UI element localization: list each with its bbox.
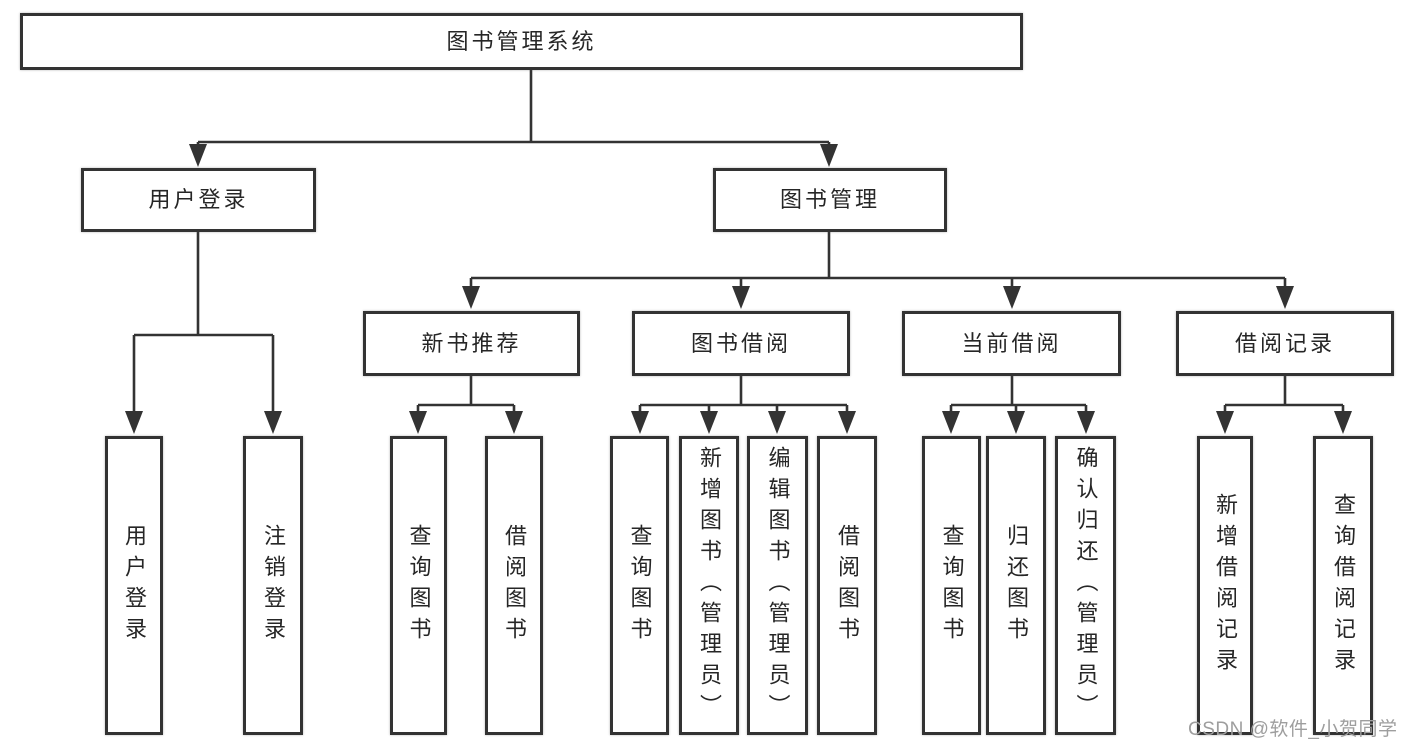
leaf-borrow-book: 借阅图书 — [817, 436, 877, 735]
leaf-return-book: 归还图书 — [986, 436, 1046, 735]
leaf-confirm-return-admin: 确认归还（管理员） — [1055, 436, 1116, 735]
leaf-add-borrow-record: 新增借阅记录 — [1197, 436, 1253, 735]
leaf-user-login: 用户登录 — [105, 436, 163, 735]
leaf-query-book-recommend: 查询图书 — [390, 436, 447, 735]
csdn-watermark: CSDN @软件_小贺同学 — [1188, 719, 1398, 740]
leaf-query-book-current: 查询图书 — [922, 436, 981, 735]
leaf-query-book-borrow: 查询图书 — [610, 436, 669, 735]
leaf-edit-book-admin: 编辑图书（管理员） — [747, 436, 808, 735]
leaf-borrow-book-recommend: 借阅图书 — [485, 436, 543, 735]
node-book-borrow: 图书借阅 — [632, 311, 850, 376]
node-root: 图书管理系统 — [20, 13, 1023, 70]
leaf-add-book-admin: 新增图书（管理员） — [679, 436, 739, 735]
leaf-logout: 注销登录 — [243, 436, 303, 735]
node-borrow-record: 借阅记录 — [1176, 311, 1394, 376]
node-current-borrow: 当前借阅 — [902, 311, 1121, 376]
node-user-login: 用户登录 — [81, 168, 316, 232]
leaf-query-borrow-record: 查询借阅记录 — [1313, 436, 1373, 735]
node-book-management: 图书管理 — [713, 168, 947, 232]
node-new-book-recommend: 新书推荐 — [363, 311, 580, 376]
